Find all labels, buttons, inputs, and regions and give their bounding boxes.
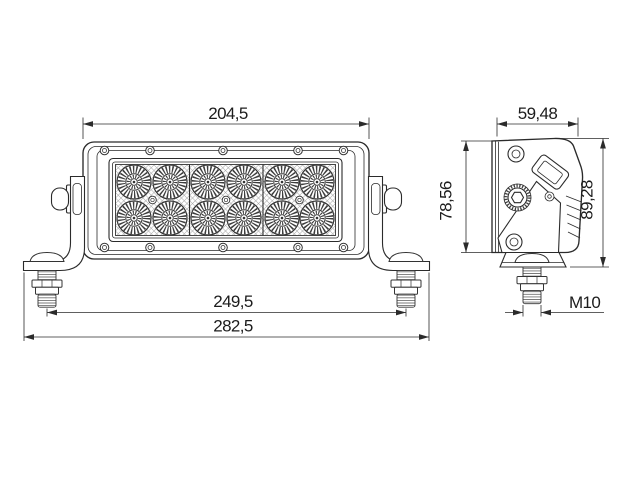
frame-screw xyxy=(293,145,303,156)
lens-screw xyxy=(148,195,157,205)
frame-screw xyxy=(99,242,110,253)
dimension-label-overall-height: 89,28 xyxy=(578,180,597,220)
side-foot xyxy=(499,251,567,305)
frame-screw xyxy=(99,145,110,156)
mounting-bolt xyxy=(516,266,548,305)
bracket-arm xyxy=(367,175,431,272)
dim-housing-height: 78,56 xyxy=(437,140,492,253)
adjustment-knob xyxy=(503,183,532,212)
led xyxy=(300,201,334,235)
dim-overall-width: 282,5 xyxy=(23,272,430,341)
plate-screw-center xyxy=(547,194,552,199)
frame-screw xyxy=(338,145,349,156)
dimension-label-bolt-spacing: 249,5 xyxy=(213,292,253,311)
led xyxy=(191,201,225,235)
carriage-bolt-head xyxy=(29,252,65,262)
side-view xyxy=(491,137,584,305)
frame-screw xyxy=(218,242,228,253)
housing-inner-line xyxy=(87,146,365,255)
mounting-bolt xyxy=(31,270,63,308)
led xyxy=(117,165,151,199)
lens-bezel-inner xyxy=(112,161,339,239)
dimension-label-overall-width: 282,5 xyxy=(213,317,253,336)
dim-bolt-spacing: 249,5 xyxy=(46,292,407,317)
frame-screw xyxy=(145,145,155,156)
led xyxy=(227,165,261,199)
led xyxy=(153,201,187,235)
heatsink-fins xyxy=(565,195,582,239)
led xyxy=(265,201,299,235)
lens-bezel-outer xyxy=(108,157,343,243)
dim-bolt-thread: M10 xyxy=(505,293,604,317)
frame-screw xyxy=(293,242,303,253)
dimension-label-bolt-thread: M10 xyxy=(569,293,600,312)
dim-front-width: 204,5 xyxy=(82,104,370,139)
carriage-bolt-head xyxy=(388,252,424,262)
dim-side-depth: 59,48 xyxy=(496,104,579,137)
front-view xyxy=(22,141,431,308)
led xyxy=(300,165,334,199)
led xyxy=(265,165,299,199)
frame-screw xyxy=(338,242,349,253)
left-bracket xyxy=(22,175,86,308)
hex-socket xyxy=(510,191,525,204)
led xyxy=(117,201,151,235)
dim-overall-height: 89,28 xyxy=(553,138,609,268)
bracket-arm xyxy=(22,175,86,272)
led xyxy=(227,201,261,235)
side-visor xyxy=(531,154,570,190)
side-screw-top xyxy=(507,145,525,163)
dimension-annotations: 204,5 249,5 282,5 59,48 78,5 xyxy=(23,104,609,341)
bracket-slot xyxy=(371,183,381,215)
side-screw-bottom xyxy=(505,233,523,251)
led xyxy=(191,165,225,199)
plate-screw xyxy=(544,191,555,202)
dimension-label-side-depth: 59,48 xyxy=(518,104,558,123)
bracket-slot xyxy=(72,183,82,215)
frame-screw xyxy=(218,145,228,156)
lens-screw xyxy=(221,195,231,205)
led xyxy=(153,165,187,199)
dimension-label-housing-height: 78,56 xyxy=(437,181,456,221)
right-bracket xyxy=(367,175,431,308)
lens-screw xyxy=(295,195,304,205)
frame-screw xyxy=(145,242,155,253)
mounting-bolt xyxy=(390,270,422,308)
dimension-label-front-width: 204,5 xyxy=(208,104,248,123)
